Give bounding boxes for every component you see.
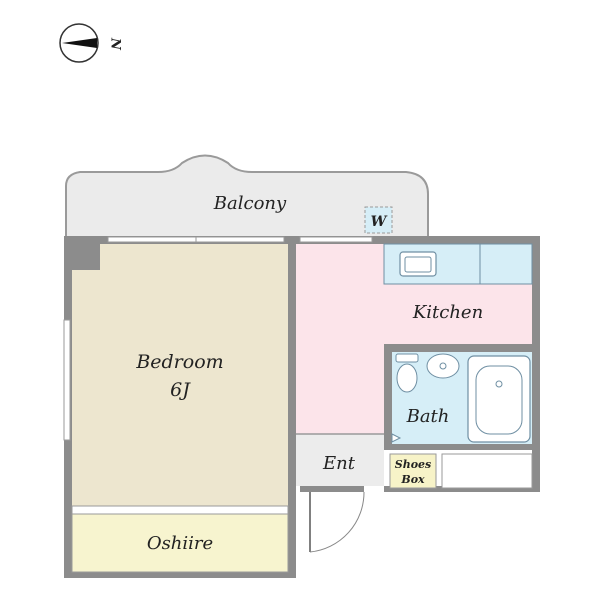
oshiire-area bbox=[71, 505, 289, 573]
side-window bbox=[63, 319, 71, 441]
wall-bottom-right bbox=[384, 486, 540, 492]
entrance-label: Ent bbox=[322, 453, 356, 474]
washer-label: W bbox=[371, 214, 388, 230]
bedroom-size-label: 6J bbox=[170, 379, 191, 401]
compass-label: N bbox=[108, 37, 123, 51]
entrance-door bbox=[300, 486, 365, 553]
wall-right bbox=[532, 236, 540, 492]
toilet-icon bbox=[395, 353, 419, 393]
sink-icon bbox=[399, 251, 437, 277]
balcony-area bbox=[65, 154, 429, 239]
bath-door-marker bbox=[391, 433, 402, 443]
bath-wall-left bbox=[384, 344, 392, 444]
sink-basin bbox=[404, 256, 432, 273]
bath-label: Bath bbox=[406, 406, 450, 427]
bathtub-icon bbox=[467, 355, 531, 443]
wall-partition bbox=[288, 236, 296, 578]
balcony: Balcony W bbox=[65, 154, 429, 239]
bedroom-area bbox=[72, 244, 288, 506]
compass-north-icon bbox=[62, 38, 97, 48]
oshiire-label: Oshiire bbox=[147, 533, 213, 554]
kitchen-area-lower bbox=[296, 344, 386, 434]
oshiire-door bbox=[71, 505, 289, 515]
washbasin-icon bbox=[426, 353, 460, 379]
bedroom-label: Bedroom bbox=[135, 351, 223, 373]
bath-wall-bottom bbox=[384, 444, 532, 450]
bedroom-column bbox=[72, 244, 100, 270]
wall-bottom-left bbox=[64, 572, 296, 578]
shoes-box bbox=[389, 453, 437, 489]
kitchen-label: Kitchen bbox=[412, 302, 483, 323]
storage-closet bbox=[441, 453, 533, 489]
entrance-area bbox=[296, 434, 384, 486]
bath-wall-top bbox=[384, 344, 532, 352]
balcony-label: Balcony bbox=[213, 193, 287, 214]
shoes-box-label-line2: Box bbox=[400, 473, 425, 486]
washer-space bbox=[364, 206, 393, 234]
shoes-box-label-line1: Shoes bbox=[395, 458, 431, 471]
kitchen-window bbox=[299, 236, 373, 243]
windows bbox=[63, 236, 373, 441]
compass: N bbox=[59, 23, 123, 63]
